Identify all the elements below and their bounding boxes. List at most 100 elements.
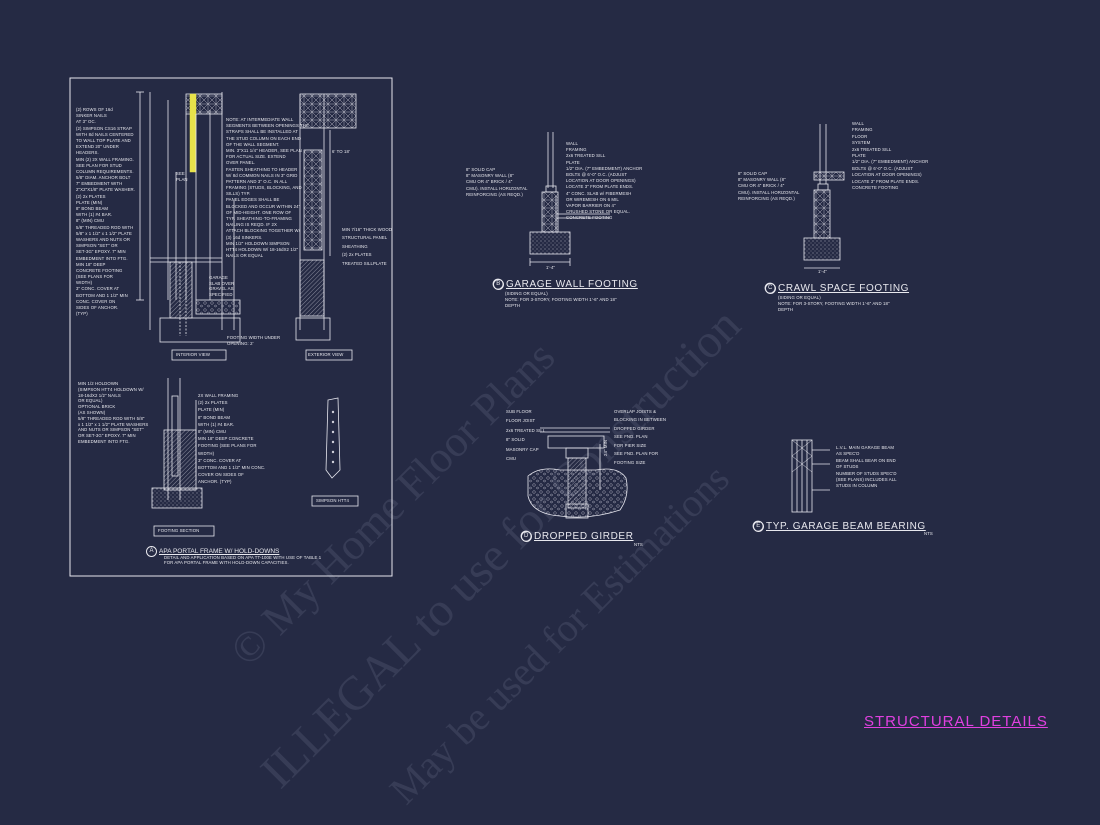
note-line: FRAMING (STUDS, BLOCKING, AND — [226, 185, 302, 191]
note-line: (2) 2x PLATES — [342, 252, 372, 258]
note-line: FASTEN SHEATHING TO HEADER — [226, 166, 298, 172]
note-line: OVER PANEL. — [226, 160, 256, 166]
note-line: (2) SIMPSON CS16 STRAP — [76, 125, 132, 131]
note-line: (2) 2x PLATES — [76, 193, 106, 199]
note-line: PANEL EDGES SHALL BE — [226, 197, 280, 203]
note-line: SUB FLOOR — [506, 409, 532, 414]
detail-d-dim: 24" MIN — [603, 439, 608, 456]
note-line: REINFORCING (AS REQD.) — [738, 195, 795, 201]
note-line: AS SPEC'D — [836, 451, 860, 457]
note-line: BOTTOM AND 1 1/2" MIN — [76, 292, 128, 298]
detail-d-tag: D — [521, 531, 532, 542]
detail-a-exterior-dim: 6' TO 18' — [332, 149, 350, 154]
note-line: SET-3G" EPOXY. 7" MIN — [76, 249, 126, 255]
note-line: 2X WALL FRAMING — [198, 393, 239, 398]
note-line: (AS SHOWN) — [78, 409, 106, 415]
note-line: MASONRY CAP — [506, 446, 539, 452]
note-line: NOTE: AT INTERMEDIATE WALL — [226, 117, 294, 122]
note-line: WITH 8d NAILS CENTERED — [76, 131, 134, 137]
note-line: GARAGE — [209, 275, 228, 280]
note-line: SEE FND. PLAN — [614, 434, 648, 440]
note-line: OVERLAP JOISTS & — [614, 409, 657, 414]
note-line: 8" BOND BEAM — [76, 206, 109, 211]
detail-b-title-text: GARAGE WALL FOOTING — [506, 279, 638, 291]
note-line: SIDES OF ANCHOR. — [76, 305, 119, 310]
note-line: MIN (2) 2X WALL FRAMING. — [76, 156, 134, 162]
note-line: 8" (MIN) CMU — [76, 218, 105, 224]
note-line: WITH (1) #4 BAR. — [198, 421, 235, 427]
note-line: BOLTS @ 6'-0" O.C. (ADJUST — [566, 171, 628, 177]
detail-c-title-text: CRAWL SPACE FOOTING — [778, 283, 910, 295]
note-line: REINFORCING (AS REQD.) — [466, 191, 523, 197]
detail-b-sub-1: (SIDING OR EQUAL) — [505, 291, 548, 296]
note-line: 1/2" DIA. (7" EMBEDMENT) ANCHOR — [852, 159, 929, 165]
note-line: FOOTING SIZE — [614, 459, 646, 465]
detail-a-note-1: DETAIL AND APPLICATION BASED ON APA TT-1… — [164, 555, 322, 560]
note-line: EMBEDMENT INTO FTG. — [76, 255, 128, 261]
note-line: 3" CONC. COVER AT — [198, 457, 242, 463]
note-line: CONCRETE FOOTING — [852, 184, 899, 190]
note-line: FOR PIER SIZE — [614, 442, 647, 448]
note-line: L.V.L. MAIN GARAGE BEAM — [836, 445, 895, 450]
note-line: NAILING IS REQD. IF 2X — [226, 222, 277, 228]
note-line: 8" SOLID — [506, 437, 525, 443]
note-line: FOR ACTUAL SIZE. EXTEND — [226, 154, 286, 160]
note-line: (3) 16d SINKERS. — [226, 234, 263, 240]
note-line: 5/8" THREADED ROD WITH 5/8" — [78, 415, 145, 421]
note-line: AT 3" OC. — [76, 119, 96, 125]
detail-a-title-text: APA PORTAL FRAME W/ HOLD-DOWNS — [159, 548, 280, 556]
note-line: OR WIREMESH ON 6 MIL — [566, 196, 619, 202]
note-line: SEE PLAN FOR STUD — [76, 162, 122, 168]
note-line: BEAM SHALL BEAR ON END — [836, 457, 896, 463]
note-line: GRAVEL AS — [209, 286, 234, 292]
detail-c-tag: C — [765, 283, 776, 294]
note-line: SHEATHING — [342, 243, 368, 249]
note-line: COLUMN REQUIREMENTS. — [76, 168, 134, 174]
note-line: 5/8" x 1 1/2" x 1 1/2" PLATE — [76, 230, 133, 236]
note-line: 8" (MIN) CMU — [198, 428, 227, 434]
note-line: EXTEND 20" UNDER — [76, 144, 119, 150]
detail-a-tag: A — [146, 546, 157, 557]
note-line: PLAN — [176, 176, 188, 182]
note-line: (SIMPSON HTT4 HOLDOWN W/ — [78, 386, 144, 392]
detail-b-dim: 1'-4" — [546, 265, 556, 270]
note-line: (SEE PLANS FOR — [76, 274, 113, 280]
note-line: (2) 2x PLATES — [198, 400, 228, 406]
note-line: W/ 8d COMMON NAILS IN 3" GRID — [226, 172, 298, 178]
detail-c-sub-1: (SIDING OR EQUAL) — [778, 295, 821, 300]
footing-section-label: FOOTING SECTION — [158, 528, 200, 533]
note-line: STUDS IN COLUMN — [836, 483, 878, 489]
note-line: FRAMING — [852, 127, 873, 133]
note-line: FOOTING (SEE PLANS FOR — [198, 443, 257, 449]
note-line: WIDTH) — [198, 450, 215, 456]
detail-c-sub-2: NOTE: FOR 3-STORY, FOOTING WIDTH 1'-6" A… — [778, 301, 890, 306]
detail-d-title-text: DROPPED GIRDER — [534, 531, 634, 543]
note-line: 8" MASONRY WALL (8" — [466, 173, 514, 179]
detail-b-sub-2: NOTE: FOR 3-STORY, FOOTING WIDTH 1'-6" A… — [505, 297, 617, 302]
note-line: 2x6 TREATED SILL — [852, 146, 892, 152]
note-line: ANCHOR. (TYP) — [198, 479, 232, 485]
note-line: 8" SOLID CAP — [466, 167, 496, 172]
note-line: MIN. 3"X11 1/4" HEADER, SEE PLAN — [226, 147, 302, 153]
note-line: 3" CONC. COVER AT — [76, 286, 120, 292]
note-line: SEE FND. PLAN FOR — [614, 451, 659, 457]
note-line: EMBEDMENT INTO FTG. — [78, 438, 130, 444]
note-line: FRAMING — [566, 147, 587, 153]
note-line: MIN 1/2" HOLDOWN SIMPSON — [226, 240, 290, 246]
note-line: CONC. COVER ON — [76, 298, 116, 304]
note-line: LOCATION AT DOOR OPENINGS) — [566, 178, 636, 184]
note-line: PLATE (MIN) — [76, 199, 103, 205]
note-line: 8" MASONRY WALL (8" — [738, 177, 786, 183]
